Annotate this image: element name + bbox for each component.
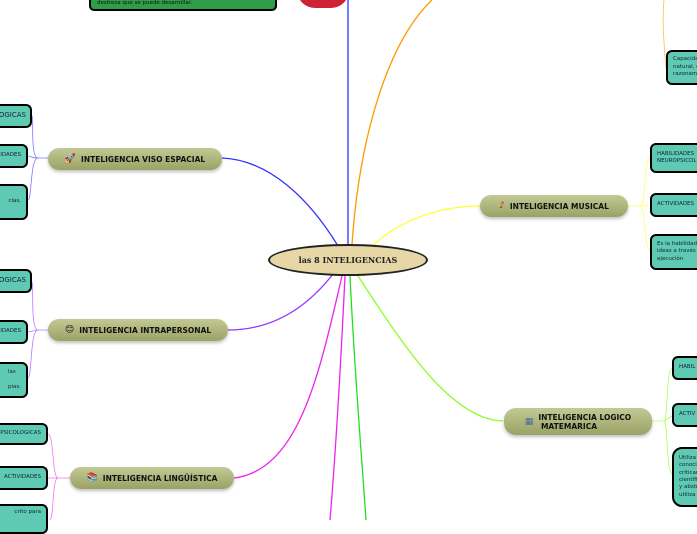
leaf-logico-actividades[interactable]: ACTIV	[672, 403, 697, 427]
books-icon: 📚	[86, 473, 98, 483]
leaf-ling-definition[interactable]: crito para	[0, 504, 48, 534]
leaf-text: ACTIVIDADES	[4, 474, 41, 481]
leaf-text: HABIL	[679, 364, 696, 371]
branch-linguistica[interactable]: 📚 INTELIGENCIA LINGÜÍSTICA	[70, 467, 234, 489]
leaf-viso-actividades[interactable]: IDADES	[0, 144, 28, 168]
branch-logico-matematica[interactable]: ▦ INTELIGENCIA LOGICO MATEMARICA	[504, 408, 652, 435]
branch-intrapersonal[interactable]: 😊 INTELIGENCIA INTRAPERSONAL	[48, 319, 228, 341]
branch-label: INTELIGENCIA VISO ESPACIAL	[81, 154, 206, 164]
leaf-text: IDADES	[0, 152, 21, 159]
calculator-icon: ▦	[524, 416, 534, 427]
leaf-text: Capacidad natural, c razonami	[673, 56, 697, 78]
leaf-ling-actividades[interactable]: ACTIVIDADES	[0, 466, 48, 490]
leaf-musical-habilidades[interactable]: HABILIDADES NEUROPSICOL	[650, 143, 697, 173]
leaf-viso-definition[interactable]: cias,	[0, 184, 28, 220]
leaf-text: Es la habilidad ideas a través ejecución	[657, 240, 697, 262]
leaf-text: crito para	[14, 509, 41, 515]
leaf-text: ACTIV	[679, 411, 696, 418]
smiley-icon: 😊	[64, 325, 75, 335]
leaf-viso-habilidades[interactable]: OGICAS	[0, 104, 32, 128]
leaf-logico-definition[interactable]: Utiliza conoci crítican científi y abstr…	[672, 447, 697, 507]
leaf-text: las pias.	[7, 368, 21, 390]
branch-viso-espacial[interactable]: 🚀 INTELIGENCIA VISO ESPACIAL	[48, 148, 222, 170]
leaf-intra-habilidades[interactable]: OGICAS	[0, 269, 32, 293]
branch-label: INTELIGENCIA MUSICAL	[509, 201, 609, 211]
central-topic-label: las 8 INTELIGENCIAS	[298, 255, 398, 265]
top-description-box[interactable]: destreza que se puede desarrollar.	[89, 0, 277, 11]
leaf-text: PSICOLOGICAS	[0, 430, 41, 437]
leaf-naturalista-definition[interactable]: Capacidad natural, c razonami	[666, 50, 697, 85]
leaf-text: IDADES	[0, 328, 21, 335]
red-node-shape[interactable]	[297, 0, 349, 8]
leaf-text: HABILIDADES NEUROPSICOL	[657, 150, 697, 164]
branch-label: INTELIGENCIA LOGICO MATEMARICA	[538, 412, 632, 431]
leaf-text: ACTIVIDADES	[657, 201, 694, 208]
leaf-text: Utiliza conoci crítican científi y abstr…	[679, 454, 697, 498]
musician-icon: ♪	[499, 201, 505, 211]
leaf-text: cias,	[8, 198, 21, 205]
leaf-ling-habilidades[interactable]: PSICOLOGICAS	[0, 423, 48, 445]
leaf-intra-actividades[interactable]: IDADES	[0, 320, 28, 344]
branch-musical[interactable]: ♪ INTELIGENCIA MUSICAL	[480, 195, 628, 217]
branch-label: INTELIGENCIA INTRAPERSONAL	[79, 325, 212, 335]
connector-lines	[27, 0, 673, 520]
rocket-icon: 🚀	[64, 154, 77, 164]
leaf-musical-definition[interactable]: Es la habilidad ideas a través ejecución	[650, 234, 697, 270]
leaf-logico-habilidades[interactable]: HABIL	[672, 356, 697, 380]
top-box-text: destreza que se puede desarrollar.	[97, 0, 193, 6]
leaf-musical-actividades[interactable]: ACTIVIDADES	[650, 193, 697, 217]
leaf-text: OGICAS	[0, 276, 26, 285]
leaf-text: OGICAS	[0, 111, 26, 120]
central-topic[interactable]: las 8 INTELIGENCIAS	[268, 244, 428, 276]
branch-label: INTELIGENCIA LINGÜÍSTICA	[102, 473, 218, 483]
leaf-intra-definition[interactable]: las pias.	[0, 362, 28, 398]
